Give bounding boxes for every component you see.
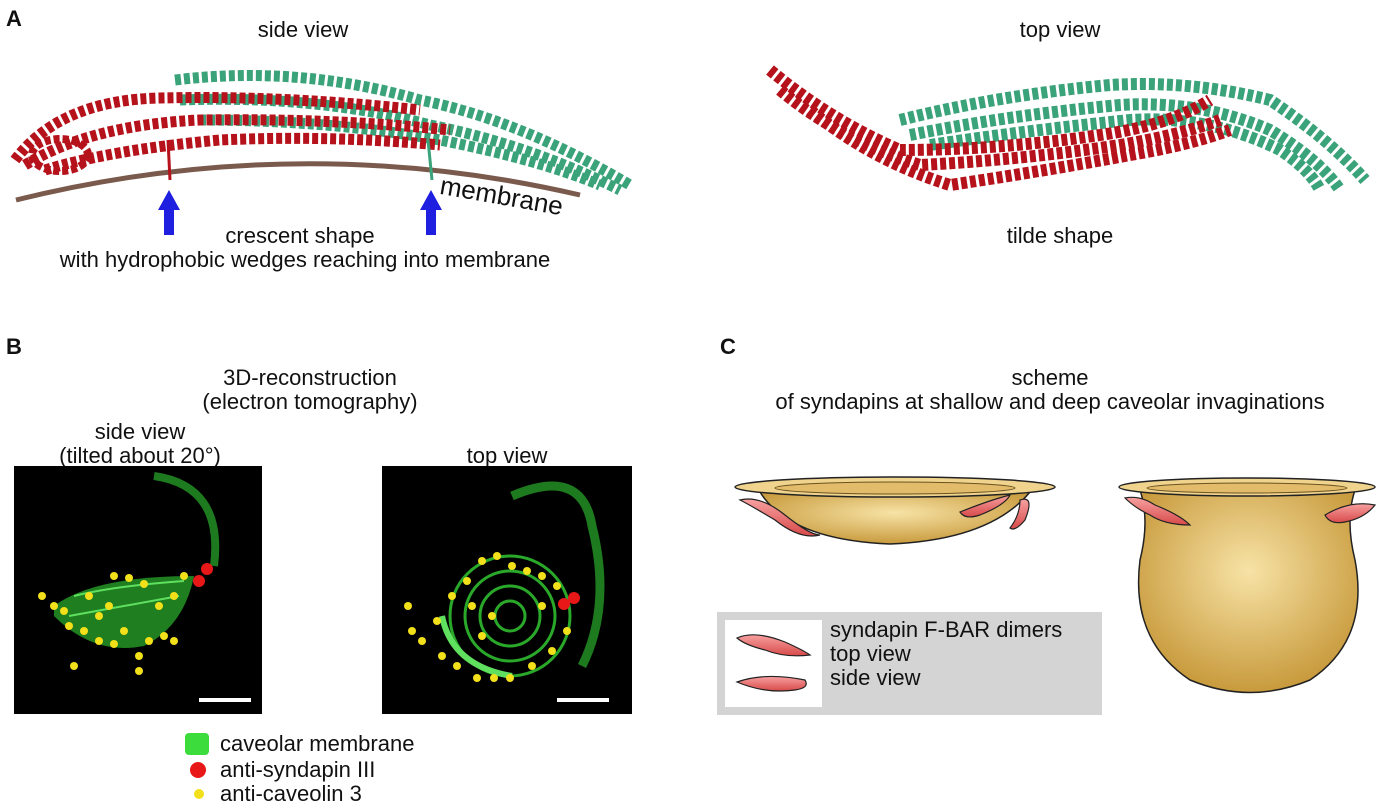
membrane-tail: [153, 472, 220, 567]
deep-cup-body: [1137, 489, 1359, 694]
syndapin-dots: [558, 592, 580, 610]
panel-b-right-title: top view: [466, 443, 548, 468]
arrow-right: [420, 190, 442, 235]
caveolin-dots: [38, 572, 188, 675]
dimer-left: [738, 498, 821, 537]
scale-bar: [199, 698, 251, 702]
red-monomer: [10, 92, 451, 176]
red-monomer-top: [766, 65, 1233, 192]
panel-a-top-view-title: top view: [1019, 17, 1101, 42]
side-caption-line1: crescent shape: [225, 223, 375, 248]
legend-text-line2: top view: [830, 641, 911, 666]
legend-text-line3: side view: [830, 665, 921, 690]
legend-swatch-caveolar-membrane: [185, 733, 209, 755]
panel-c-title-line1: scheme: [1011, 365, 1089, 390]
caveolin-dots: [404, 552, 571, 682]
em-top-view-image: [382, 466, 632, 714]
panel-b-left-title-line1: side view: [94, 419, 186, 444]
legend-dimer-side-view-icon: [735, 675, 807, 692]
green-wedge: [426, 139, 434, 181]
scheme-legend-box: syndapin F-BAR dimers top view side view: [717, 612, 1102, 715]
legend-label-caveolar-membrane: caveolar membrane: [220, 731, 415, 756]
legend-swatch-anti-caveolin: [194, 789, 204, 799]
legend-label-anti-caveolin: anti-caveolin 3: [220, 781, 362, 806]
red-wedge: [166, 139, 172, 181]
panel-b-letter: B: [6, 334, 22, 359]
em-side-view-image: [14, 466, 262, 714]
wedge-arrows: [158, 190, 442, 235]
legend-swatch-anti-syndapin: [190, 762, 206, 778]
side-view-protein-illustration: [10, 70, 633, 235]
dimer-right: [1324, 503, 1377, 524]
panel-b-left-title-line2: (tilted about 20°): [59, 443, 221, 468]
scale-bar: [557, 698, 609, 702]
top-view-protein-illustration: [766, 65, 1370, 194]
legend-text-line1: syndapin F-BAR dimers: [830, 617, 1063, 642]
panel-c-title-line2: of syndapins at shallow and deep caveola…: [775, 389, 1325, 414]
legend-label-anti-syndapin: anti-syndapin III: [220, 757, 376, 782]
dimer-right-top: [959, 494, 1012, 518]
panel-b-title-line1: 3D-reconstruction: [223, 365, 397, 390]
syndapin-dots: [193, 563, 213, 587]
legend-icon-area: [725, 620, 822, 707]
arrow-left: [158, 190, 180, 235]
dimer-left: [1123, 496, 1192, 526]
deep-caveola-scheme: [1118, 477, 1377, 694]
dimer-right-side: [1009, 498, 1030, 530]
shallow-caveola-scheme: [734, 476, 1056, 545]
panel-a-side-view-title: side view: [257, 17, 349, 42]
membrane-curve: [15, 161, 581, 203]
membrane-tail: [510, 481, 605, 669]
panel-b-title-line2: (electron tomography): [202, 389, 418, 414]
green-monomer-top: [898, 78, 1370, 194]
panel-a-letter: A: [6, 6, 22, 31]
panel-c-letter: C: [720, 334, 736, 359]
top-caption: tilde shape: [1006, 223, 1114, 248]
shallow-cup-body: [758, 491, 1032, 545]
legend-dimer-top-view-icon: [735, 634, 812, 657]
side-caption-line2: with hydrophobic wedges reaching into me…: [59, 247, 551, 272]
